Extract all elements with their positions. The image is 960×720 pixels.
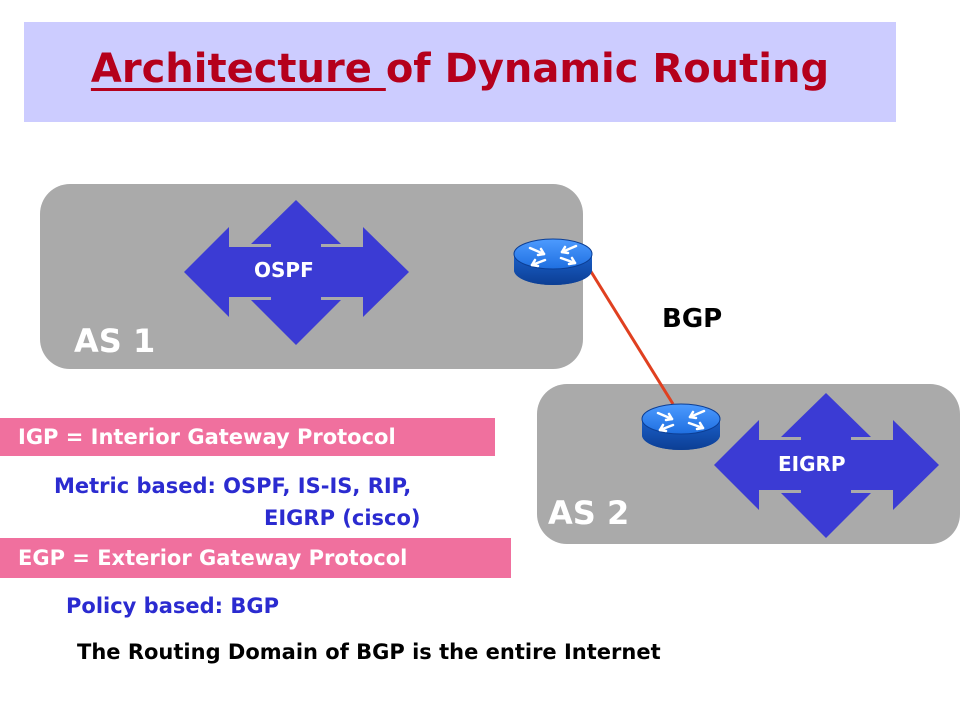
- as2-label: AS 2: [548, 494, 630, 532]
- ospf-label: OSPF: [254, 258, 314, 282]
- router-1-icon: [513, 238, 593, 285]
- bgp-link-label: BGP: [662, 304, 723, 334]
- igp-definition: IGP = Interior Gateway Protocol: [0, 418, 495, 456]
- ospf-cross-arrow-icon: [184, 200, 409, 345]
- title-banner: Architecture of Dynamic Routing: [24, 22, 896, 122]
- igp-metric-line2: EIGRP (cisco): [264, 506, 421, 530]
- egp-policy-line: Policy based: BGP: [66, 594, 279, 618]
- eigrp-cross-arrow-icon: [714, 393, 939, 538]
- as1-label: AS 1: [74, 322, 156, 360]
- router-2-icon: [641, 403, 721, 450]
- footer-statement: The Routing Domain of BGP is the entire …: [77, 640, 661, 664]
- bgp-link: [588, 269, 675, 405]
- egp-definition: EGP = Exterior Gateway Protocol: [0, 538, 511, 578]
- slide-title: Architecture of Dynamic Routing: [24, 46, 896, 92]
- title-rest: of Dynamic Routing: [385, 46, 830, 92]
- title-underlined: Architecture: [90, 46, 386, 92]
- eigrp-label: EIGRP: [778, 452, 846, 476]
- igp-metric-line1: Metric based: OSPF, IS-IS, RIP,: [54, 474, 412, 498]
